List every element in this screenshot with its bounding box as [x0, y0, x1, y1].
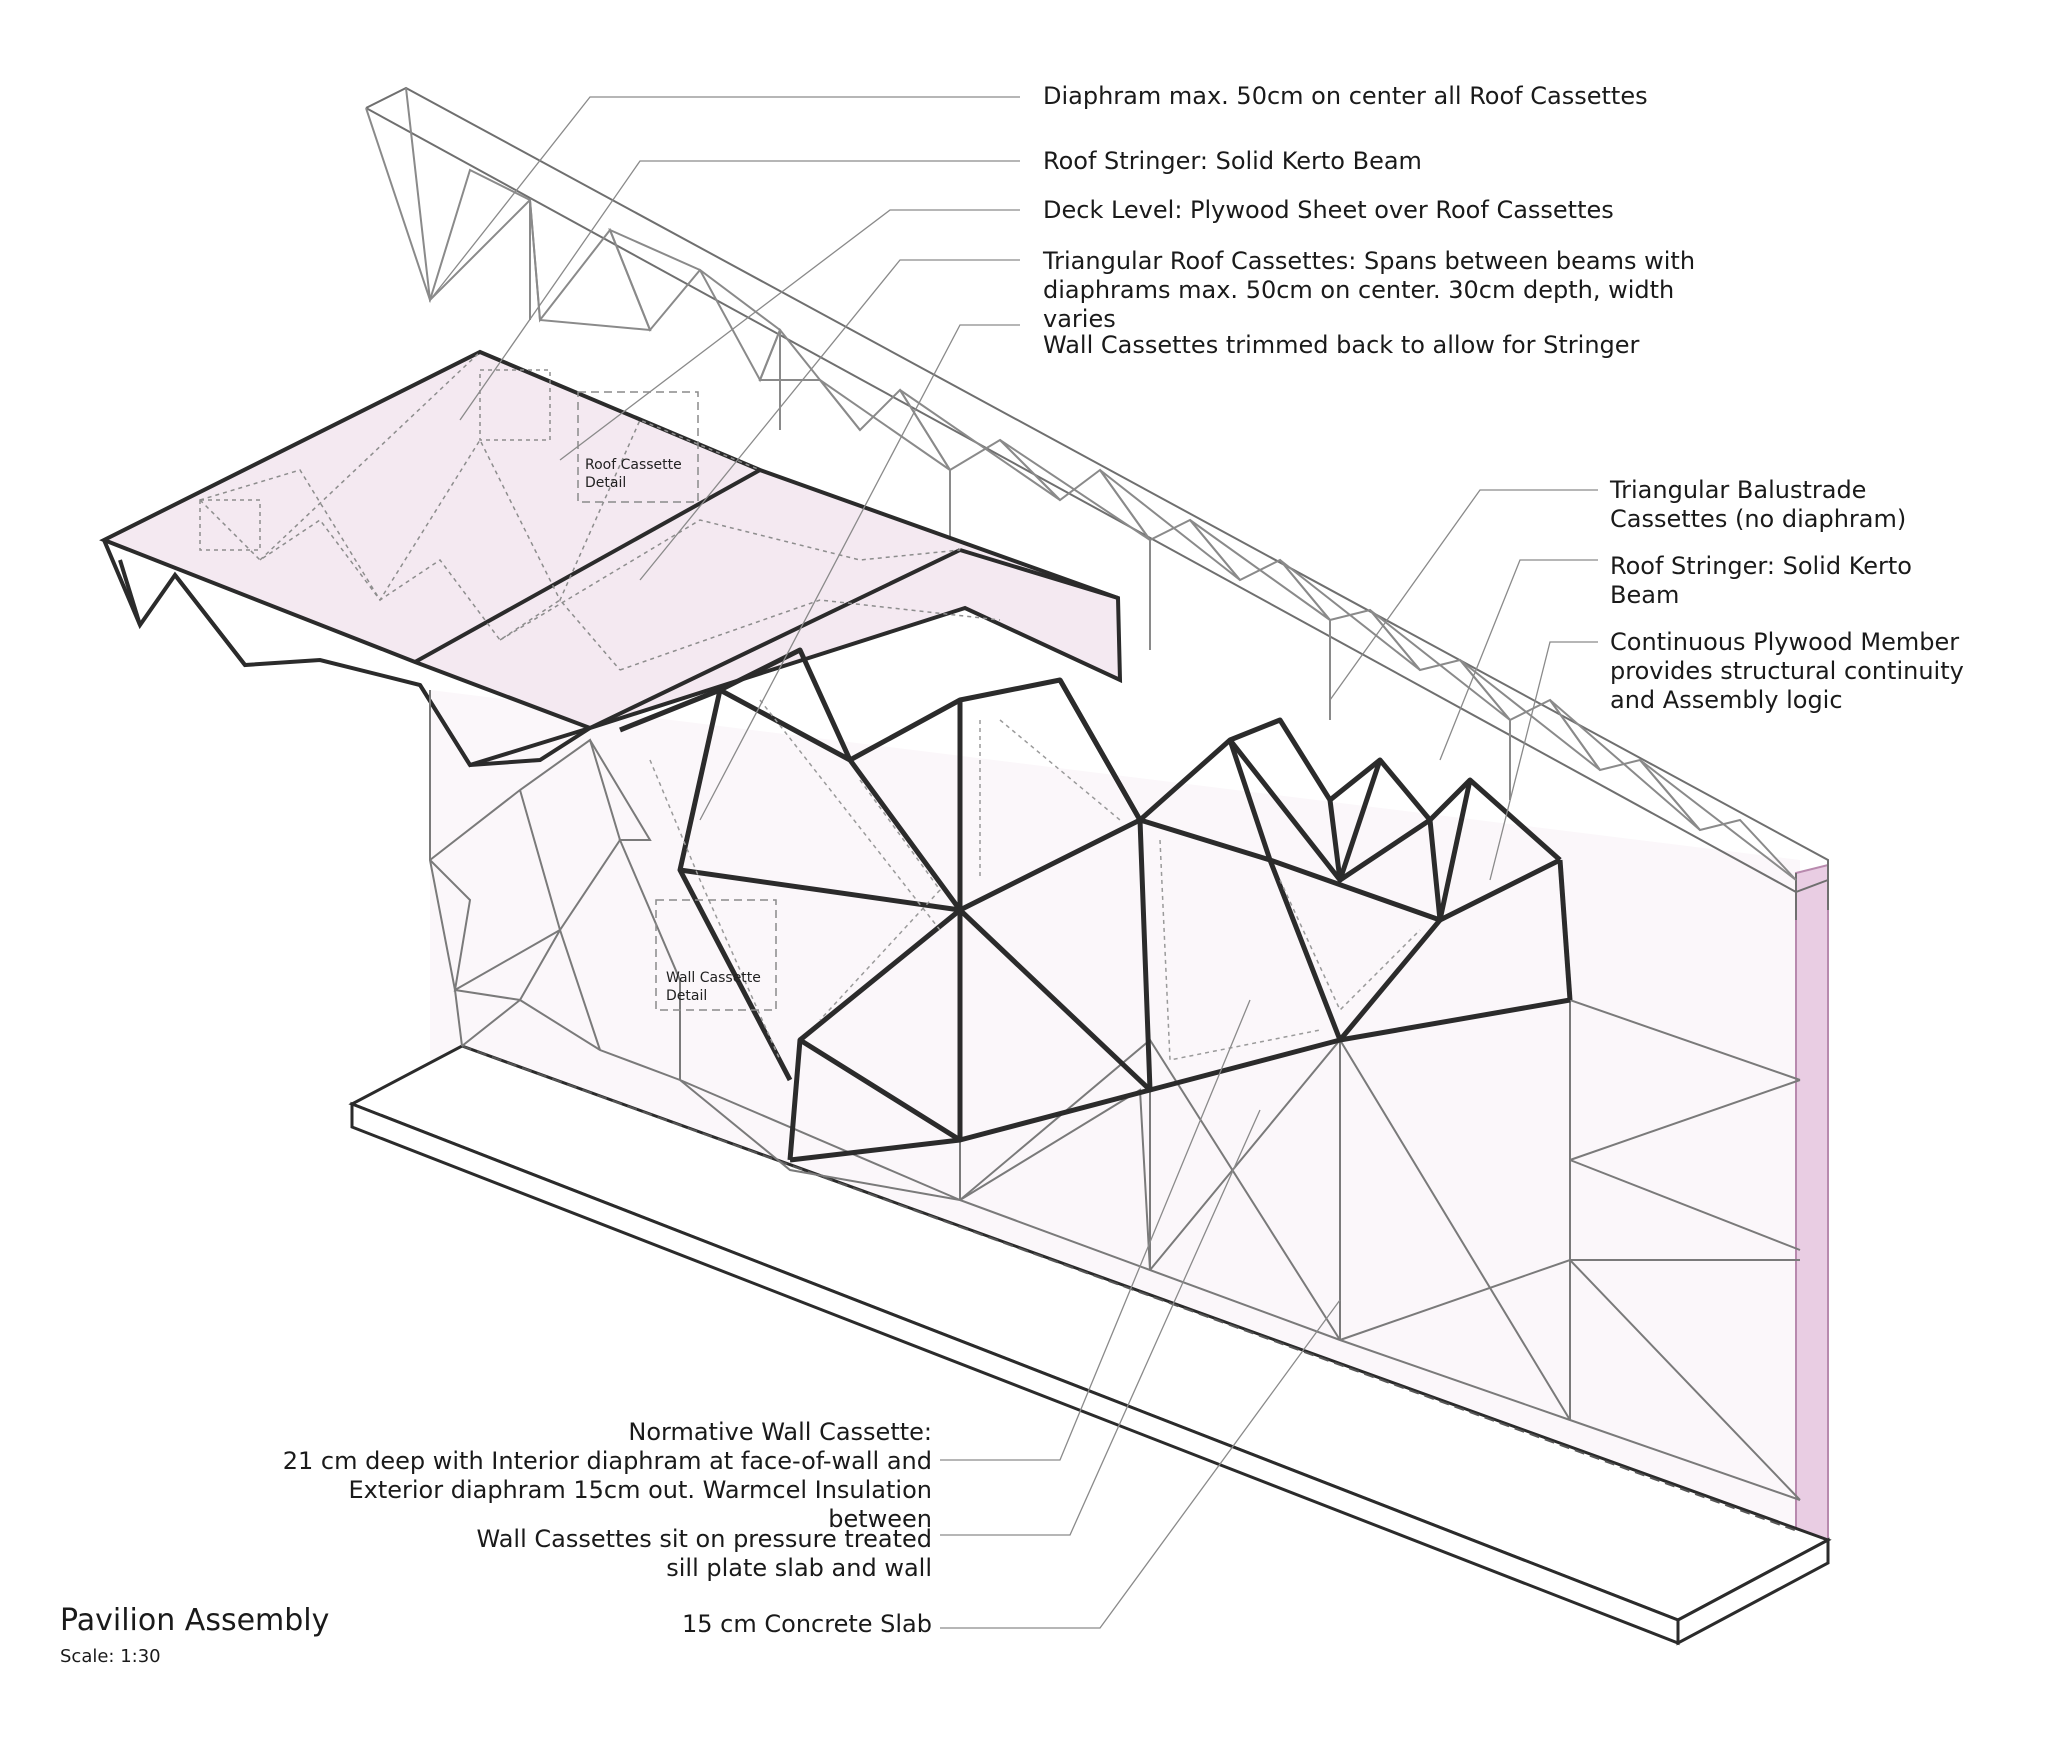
wall-cassettes-bold	[619, 647, 1573, 1163]
callout-concrete-slab: 15 cm Concrete Slab	[682, 1610, 932, 1638]
wall-face	[430, 690, 1800, 1530]
roof-deck-plywood	[99, 349, 1123, 731]
drawing-title: Pavilion Assembly	[60, 1603, 330, 1638]
callout-wall-cassettes-trimmed: Wall Cassettes trimmed back to allow for…	[1043, 331, 1640, 359]
callout-triangular-balustrade: Triangular Balustrade Cassettes (no diap…	[1610, 476, 1907, 533]
drawing-scale: Scale: 1:30	[60, 1646, 161, 1667]
callout-normative-wall-cassette: Normative Wall Cassette: 21 cm deep with…	[282, 1418, 932, 1533]
callout-roof-stringer: Roof Stringer: Solid Kerto Beam	[1043, 147, 1422, 175]
triangular-roof-cassettes	[102, 539, 592, 768]
callout-sill-plate: Wall Cassettes sit on pressure treated s…	[476, 1525, 932, 1582]
wall-cassettes-lattice	[429, 690, 1801, 1501]
callout-triangular-roof-cassettes: Triangular Roof Cassettes: Spans between…	[1043, 247, 1696, 333]
callout-continuous-plywood: Continuous Plywood Member provides struc…	[1610, 628, 1964, 714]
leader-lines	[429, 96, 1598, 1629]
callout-deck-level: Deck Level: Plywood Sheet over Roof Cass…	[1043, 196, 1614, 224]
continuous-plywood-member	[1795, 863, 1829, 1550]
triangular-balustrade-cassettes	[365, 87, 1797, 881]
roof-cassette-detail-tag: Roof Cassette Detail	[585, 457, 682, 491]
callout-diaphram: Diaphram max. 50cm on center all Roof Ca…	[1043, 82, 1648, 110]
roof-cassette-diaphrams	[199, 351, 1001, 671]
wall-cassette-detail-tag: Wall Cassette Detail	[666, 970, 761, 1004]
wall-cassette-diaphrams	[649, 699, 1421, 1061]
concrete-slab	[348, 1044, 1832, 1646]
roof-deck-seams	[414, 468, 1119, 730]
callout-roof-stringer-right: Roof Stringer: Solid Kerto Beam	[1610, 552, 1912, 609]
